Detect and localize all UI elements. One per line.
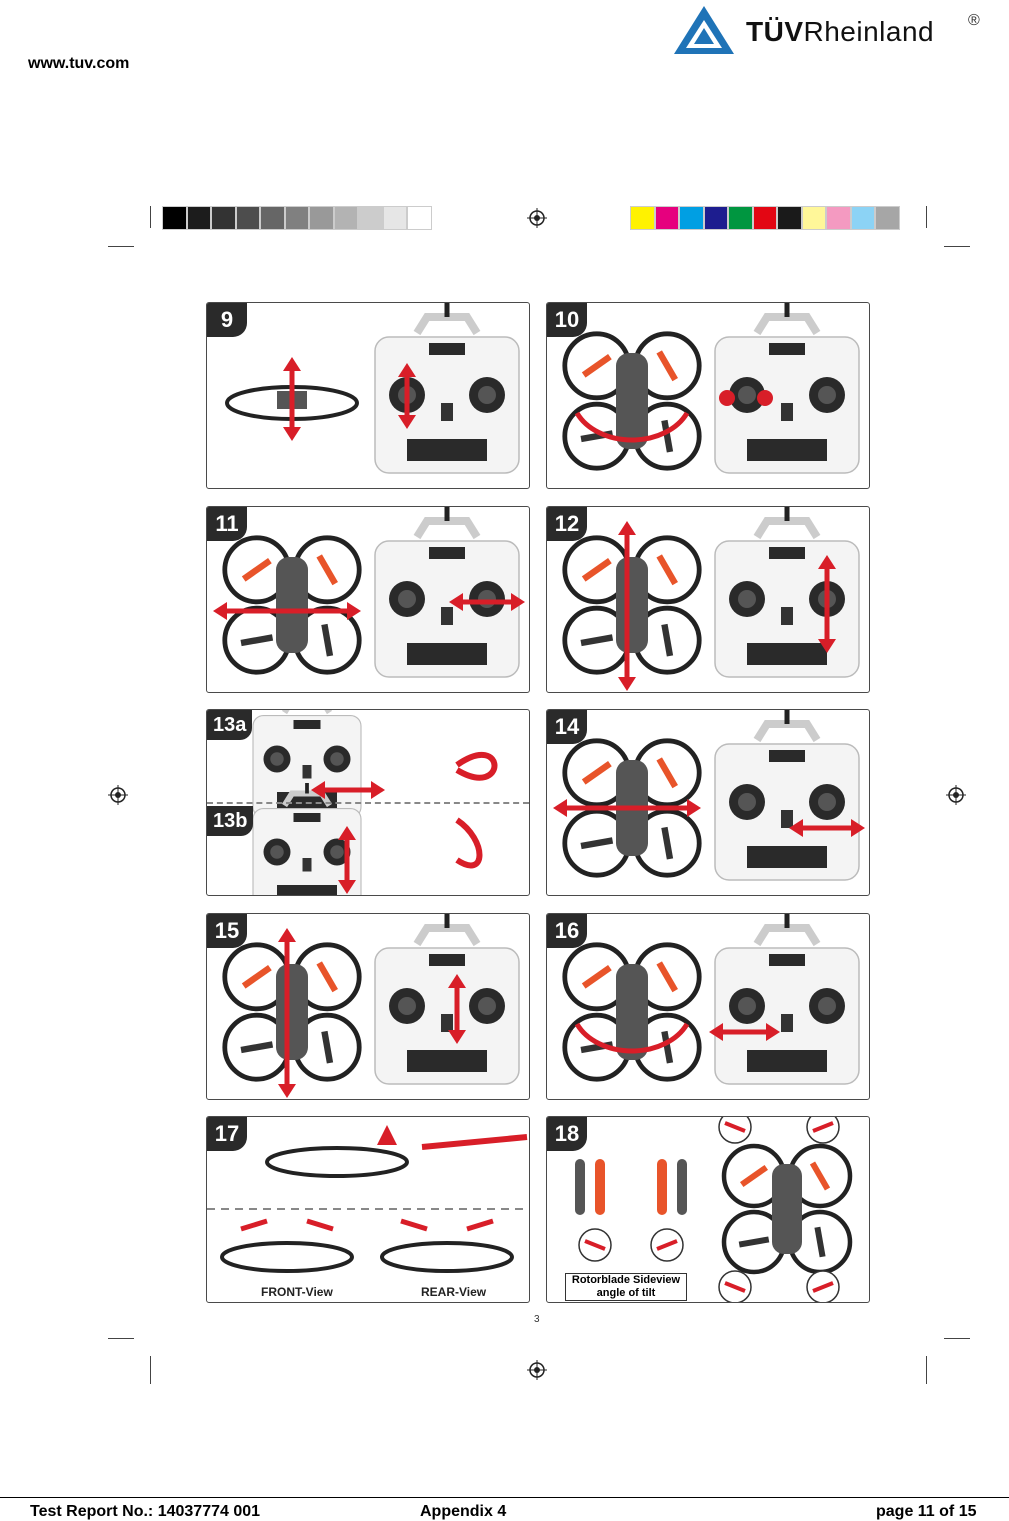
step-illustration [213, 507, 525, 693]
step-badge-13a: 13a [207, 710, 253, 740]
calibration-swatch [333, 206, 358, 230]
page-indicator: page 11 of 15 [876, 1503, 977, 1520]
tuv-rheinland-logo: TÜVRheinland ® [668, 2, 988, 58]
step-badge: 9 [207, 303, 247, 337]
rotorblade-sideview-label: Rotorblade Sideview angle of tilt [565, 1273, 687, 1301]
website-url: www.tuv.com [28, 55, 130, 72]
instruction-step-16: 16 [546, 913, 870, 1100]
calibration-swatch [654, 206, 679, 230]
appendix-label: Appendix 4 [420, 1503, 507, 1520]
crop-mark [150, 206, 151, 228]
step-badge: 14 [547, 710, 587, 744]
calibration-swatch [777, 206, 802, 230]
step-illustration [547, 914, 870, 1100]
calibration-swatch [211, 206, 236, 230]
step-badge: 10 [547, 303, 587, 337]
calibration-swatch [309, 206, 334, 230]
calibration-swatch [186, 206, 211, 230]
brand-rheinland: Rheinland [803, 16, 935, 47]
step-illustration [225, 303, 530, 489]
instruction-step-14: 14 [546, 709, 870, 896]
registration-mark-icon [527, 208, 547, 228]
step-badge: 11 [207, 507, 247, 541]
crop-mark [108, 246, 134, 247]
divider [207, 802, 529, 804]
step-illustration [547, 303, 870, 489]
step-badge: 12 [547, 507, 587, 541]
calibration-swatch [728, 206, 753, 230]
tuv-triangle-icon [674, 6, 734, 54]
gray-calibration-bar [162, 206, 432, 230]
instruction-step-18: 18 Rotorblade Sideview angle of tilt [546, 1116, 870, 1303]
calibration-swatch [358, 206, 383, 230]
crop-mark [150, 1356, 151, 1384]
calibration-swatch [407, 206, 432, 230]
crop-mark [108, 1338, 134, 1339]
instruction-step-9: 9 [206, 302, 530, 489]
step-badge: 16 [547, 914, 587, 948]
calibration-swatch [752, 206, 777, 230]
calibration-swatch [630, 206, 655, 230]
step-badge-13b: 13b [207, 806, 254, 836]
calibration-swatch [260, 206, 285, 230]
registration-mark-icon [946, 785, 966, 805]
crop-mark [944, 246, 970, 247]
sideview-subtitle: angle of tilt [596, 1287, 656, 1299]
step-badge: 17 [207, 1117, 247, 1151]
calibration-swatch [162, 206, 187, 230]
step-badge: 18 [547, 1117, 587, 1151]
registration-mark-icon [108, 785, 128, 805]
step-illustration [207, 914, 530, 1098]
rear-view-label: REAR-View [421, 1285, 487, 1299]
sideview-title: Rotorblade Sideview [571, 1274, 681, 1286]
calibration-swatch [235, 206, 260, 230]
step-illustration [553, 710, 865, 896]
color-calibration-bar [630, 206, 900, 230]
instruction-step-12: 12 [546, 506, 870, 693]
calibration-swatch [284, 206, 309, 230]
step-illustration [207, 710, 498, 896]
instruction-step-13: 13a 13b [206, 709, 530, 896]
step-illustration [575, 1117, 870, 1302]
calibration-swatch [703, 206, 728, 230]
calibration-swatch [850, 206, 875, 230]
brand-tuv: TÜV [746, 16, 804, 47]
front-view-label: FRONT-View [261, 1285, 333, 1299]
calibration-swatch [382, 206, 407, 230]
test-report-number: Test Report No.: 14037774 001 [30, 1503, 261, 1520]
instruction-step-11: 11 [206, 506, 530, 693]
calibration-swatch [679, 206, 704, 230]
registration-mark-icon [527, 1360, 547, 1380]
step-illustration [207, 1125, 529, 1273]
instruction-step-15: 15 [206, 913, 530, 1100]
registered-mark: ® [968, 12, 980, 29]
calibration-swatch [826, 206, 851, 230]
step-illustration [547, 507, 870, 691]
crop-mark [944, 1338, 970, 1339]
instruction-step-10: 10 [546, 302, 870, 489]
calibration-swatch [875, 206, 900, 230]
step-badge: 15 [207, 914, 247, 948]
calibration-swatch [801, 206, 826, 230]
crop-mark [926, 1356, 927, 1384]
crop-mark [926, 206, 927, 228]
sheet-page-number: 3 [534, 1314, 540, 1325]
footer-rule [0, 1497, 1009, 1498]
